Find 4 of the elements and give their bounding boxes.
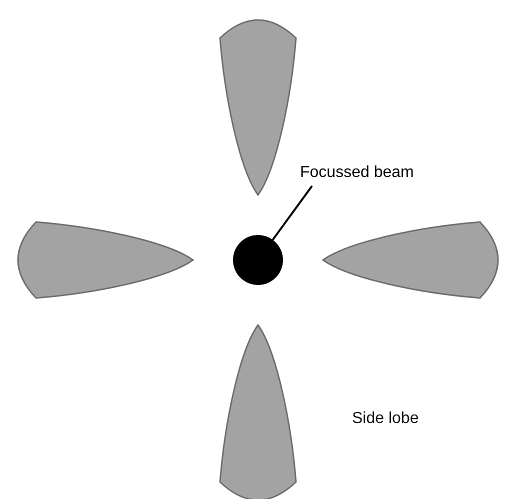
part-label: Side lobe [352,410,419,428]
focussed-beam-spot [233,235,283,285]
beam-label: Focussed beam [300,160,480,186]
leader-line [272,185,313,240]
